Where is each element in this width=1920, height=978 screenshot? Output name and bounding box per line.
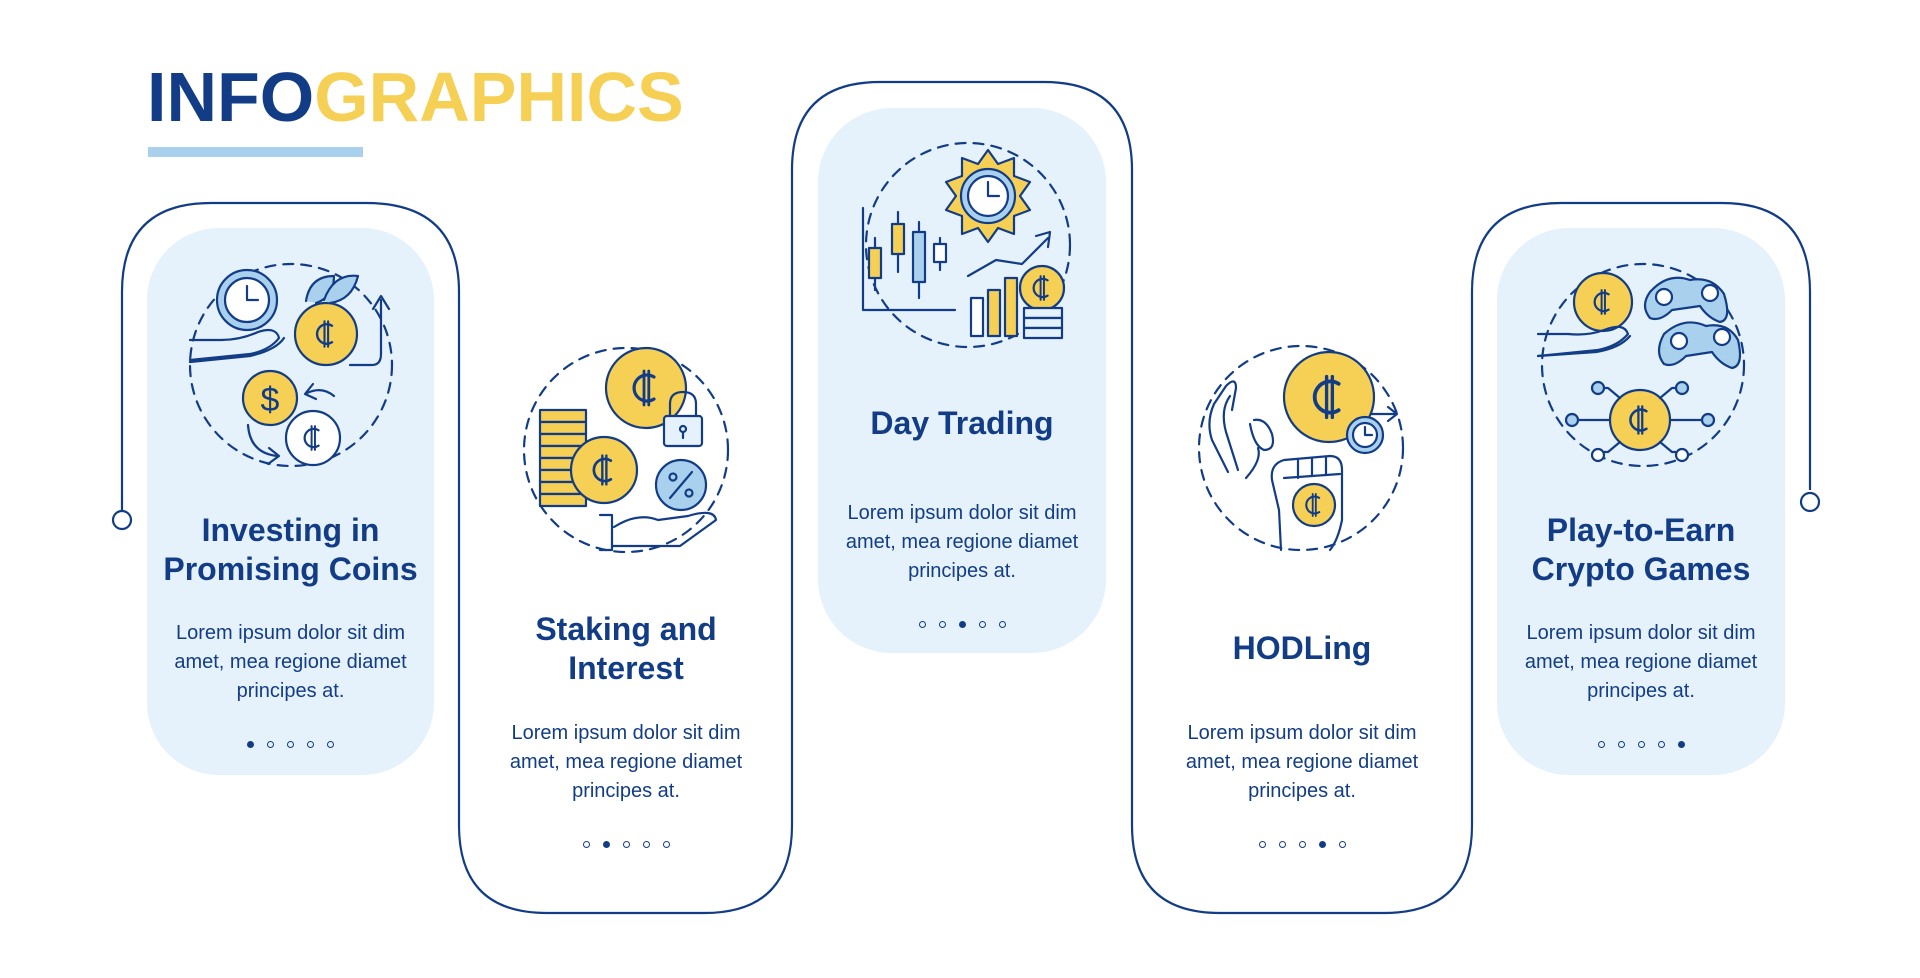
card-5-frame — [1470, 201, 1821, 775]
pagination-dot — [1597, 741, 1605, 748]
card-2-pagination — [476, 841, 776, 848]
page-title: INFOGRAPHICS — [147, 62, 684, 132]
pagination-dot — [642, 841, 650, 848]
pagination-dot — [1278, 841, 1286, 848]
pagination-dot — [998, 621, 1006, 628]
card-4-pagination — [1152, 841, 1452, 848]
card-4-frame — [1130, 640, 1474, 915]
card-1-title-line-2: Promising Coins — [163, 551, 418, 587]
card-2-title: Staking and Interest — [476, 610, 776, 688]
card-4-description-line-1: Lorem ipsum dolor sit dim — [1187, 722, 1417, 744]
gamepad-coin-network-icon — [1536, 262, 1746, 468]
ok-hand-fist-coin-icon — [1197, 344, 1405, 552]
pagination-dot — [622, 841, 630, 848]
pagination-dot — [1298, 841, 1306, 848]
card-1-title-line-1: Investing in — [201, 512, 380, 548]
pagination-dot — [978, 621, 986, 628]
card-3-description: Lorem ipsum dolor sit dim amet, mea regi… — [818, 499, 1106, 586]
card-2-frame — [457, 640, 794, 915]
card-3-description-line-3: principes at. — [908, 560, 1016, 582]
pagination-dot — [1258, 841, 1266, 848]
card-4-title: HODLing — [1152, 629, 1452, 668]
pagination-dot — [1637, 741, 1645, 748]
pagination-dot — [327, 741, 334, 748]
pagination-dot — [918, 621, 926, 628]
pagination-dot — [938, 621, 946, 628]
card-2-description-line-3: principes at. — [572, 780, 680, 802]
svg-text:$: $ — [261, 381, 280, 419]
pagination-dot-active — [958, 621, 966, 628]
pagination-dot — [267, 741, 274, 748]
title-part-info: INFO — [147, 58, 315, 136]
card-5-description-line-1: Lorem ipsum dolor sit dim — [1526, 622, 1756, 644]
card-4-description-line-2: amet, mea regione diamet — [1185, 751, 1419, 773]
candlestick-sun-clock-icon — [861, 141, 1072, 349]
card-5-title-line-1: Play-to-Earn — [1546, 512, 1736, 548]
card-1-description-line-3: principes at. — [236, 680, 345, 702]
card-3-frame — [790, 80, 1134, 653]
card-5-description-line-2: amet, mea regione diamet — [1524, 651, 1758, 673]
card-3-description-line-2: amet, mea regione diamet — [845, 531, 1079, 553]
pagination-dot — [307, 741, 314, 748]
pagination-dot-active — [1677, 741, 1685, 748]
card-3-pagination — [818, 621, 1106, 628]
card-4-title-line-1: HODLing — [1232, 630, 1372, 666]
card-1-pagination — [147, 741, 434, 748]
card-1-description: Lorem ipsum dolor sit dim amet, mea regi… — [147, 619, 434, 706]
card-3-description-line-1: Lorem ipsum dolor sit dim — [847, 502, 1077, 524]
title-underline — [148, 147, 363, 157]
card-5-title-line-2: Crypto Games — [1531, 551, 1751, 587]
card-5-description-line-3: principes at. — [1587, 680, 1695, 702]
pagination-dot — [1617, 741, 1625, 748]
coins-lock-percent-icon — [522, 346, 730, 554]
card-2-title-line-2: Interest — [568, 650, 684, 686]
hand-clock-coins-exchange-icon: $ — [188, 262, 394, 468]
card-1-description-line-2: amet, mea regione diamet — [174, 651, 407, 673]
pagination-dot — [287, 741, 294, 748]
pagination-dot — [662, 841, 670, 848]
card-2-description: Lorem ipsum dolor sit dim amet, mea regi… — [476, 719, 776, 806]
pagination-dot — [1338, 841, 1346, 848]
card-4-description: Lorem ipsum dolor sit dim amet, mea regi… — [1152, 719, 1452, 806]
card-3-title-line-1: Day Trading — [870, 405, 1054, 441]
card-4-description-line-3: principes at. — [1248, 780, 1356, 802]
pagination-dot-active — [1318, 841, 1326, 848]
card-2-description-line-1: Lorem ipsum dolor sit dim — [511, 722, 741, 744]
card-1-description-line-1: Lorem ipsum dolor sit dim — [176, 622, 405, 644]
card-2-description-line-2: amet, mea regione diamet — [509, 751, 743, 773]
card-3-title: Day Trading — [818, 404, 1106, 443]
card-5-title: Play-to-Earn Crypto Games — [1497, 511, 1785, 589]
pagination-dot — [1657, 741, 1665, 748]
card-1-title: Investing in Promising Coins — [147, 511, 434, 589]
title-part-graphics: GRAPHICS — [314, 58, 684, 136]
card-5-pagination — [1497, 741, 1785, 748]
pagination-dot-active — [602, 841, 610, 848]
card-2-title-line-1: Staking and — [535, 611, 717, 647]
card-5-description: Lorem ipsum dolor sit dim amet, mea regi… — [1497, 619, 1785, 706]
pagination-dot — [582, 841, 590, 848]
pagination-dot-active — [247, 741, 254, 748]
